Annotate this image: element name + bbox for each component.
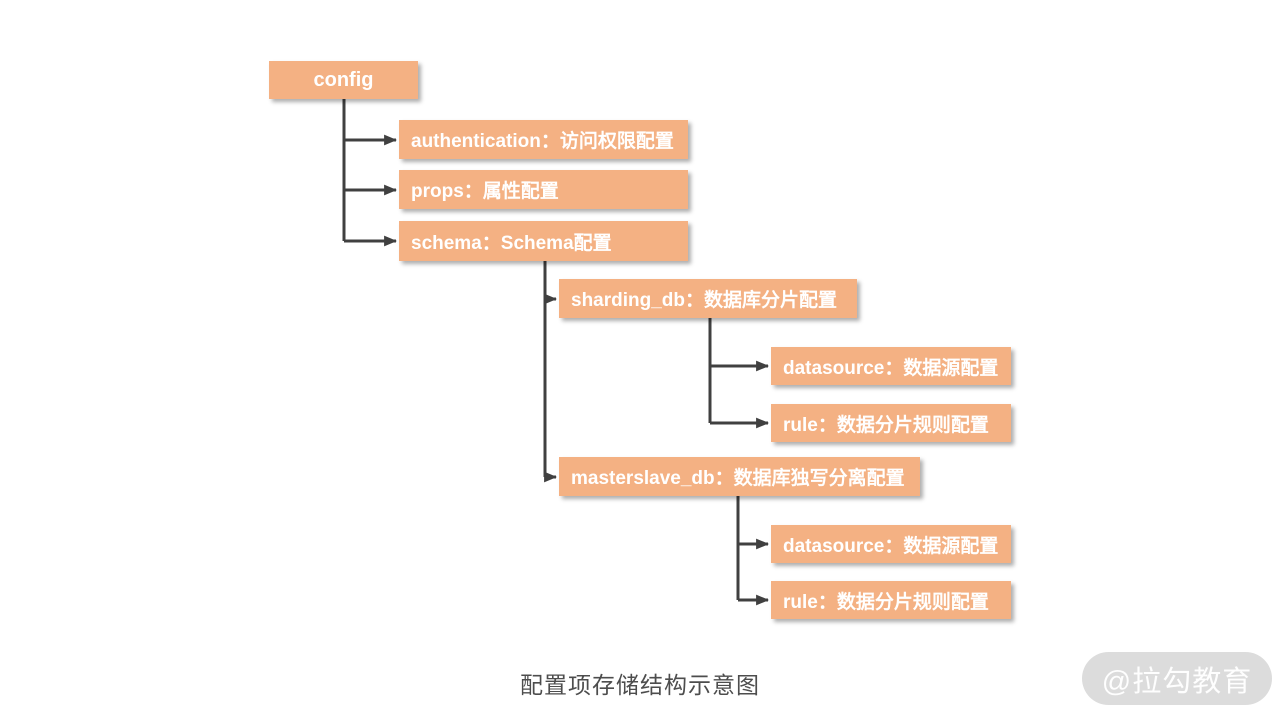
node-masterslave-datasource: datasource：数据源配置 xyxy=(771,525,1011,563)
node-authentication: authentication：访问权限配置 xyxy=(399,120,688,159)
watermark-badge: @拉勾教育 xyxy=(1082,652,1272,705)
node-masterslave-rule: rule：数据分片规则配置 xyxy=(771,581,1011,619)
diagram-caption: 配置项存储结构示意图 xyxy=(520,672,760,698)
node-sharding-db: sharding_db：数据库分片配置 xyxy=(559,279,857,318)
node-sharding-rule: rule：数据分片规则配置 xyxy=(771,404,1011,442)
node-schema: schema：Schema配置 xyxy=(399,221,688,261)
node-props: props：属性配置 xyxy=(399,170,688,209)
node-config: config xyxy=(269,61,418,99)
node-sharding-datasource: datasource：数据源配置 xyxy=(771,347,1011,385)
node-masterslave-db: masterslave_db：数据库独写分离配置 xyxy=(559,457,920,496)
